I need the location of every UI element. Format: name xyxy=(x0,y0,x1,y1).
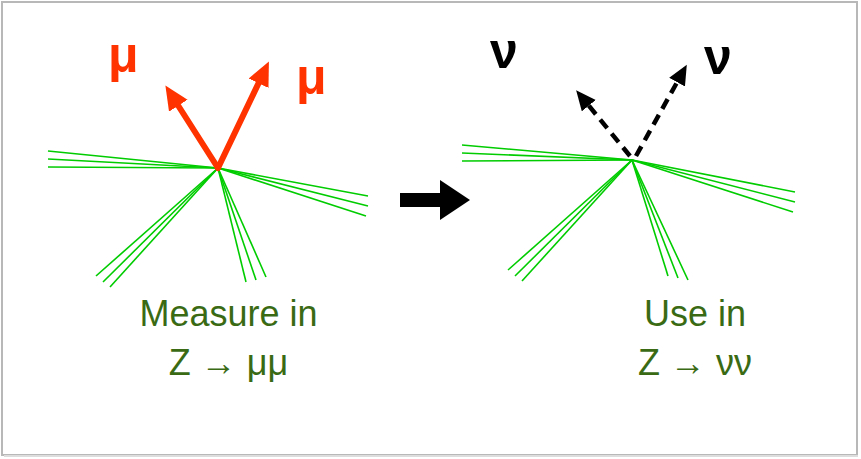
caption-text: Measure in Z → μμ xyxy=(126,290,331,387)
jets xyxy=(48,151,368,287)
jets xyxy=(462,145,795,281)
transfer-arrow xyxy=(400,180,470,220)
particle-label: ν xyxy=(490,26,518,76)
neutrino-arrows xyxy=(585,77,680,156)
particle-label: μ xyxy=(108,30,139,80)
muon-arrows xyxy=(174,76,262,168)
particle-label: μ xyxy=(296,52,327,102)
particle-label: ν xyxy=(704,32,732,82)
frame-shadow xyxy=(4,455,858,457)
caption-text: Use in Z → νν xyxy=(631,290,759,387)
